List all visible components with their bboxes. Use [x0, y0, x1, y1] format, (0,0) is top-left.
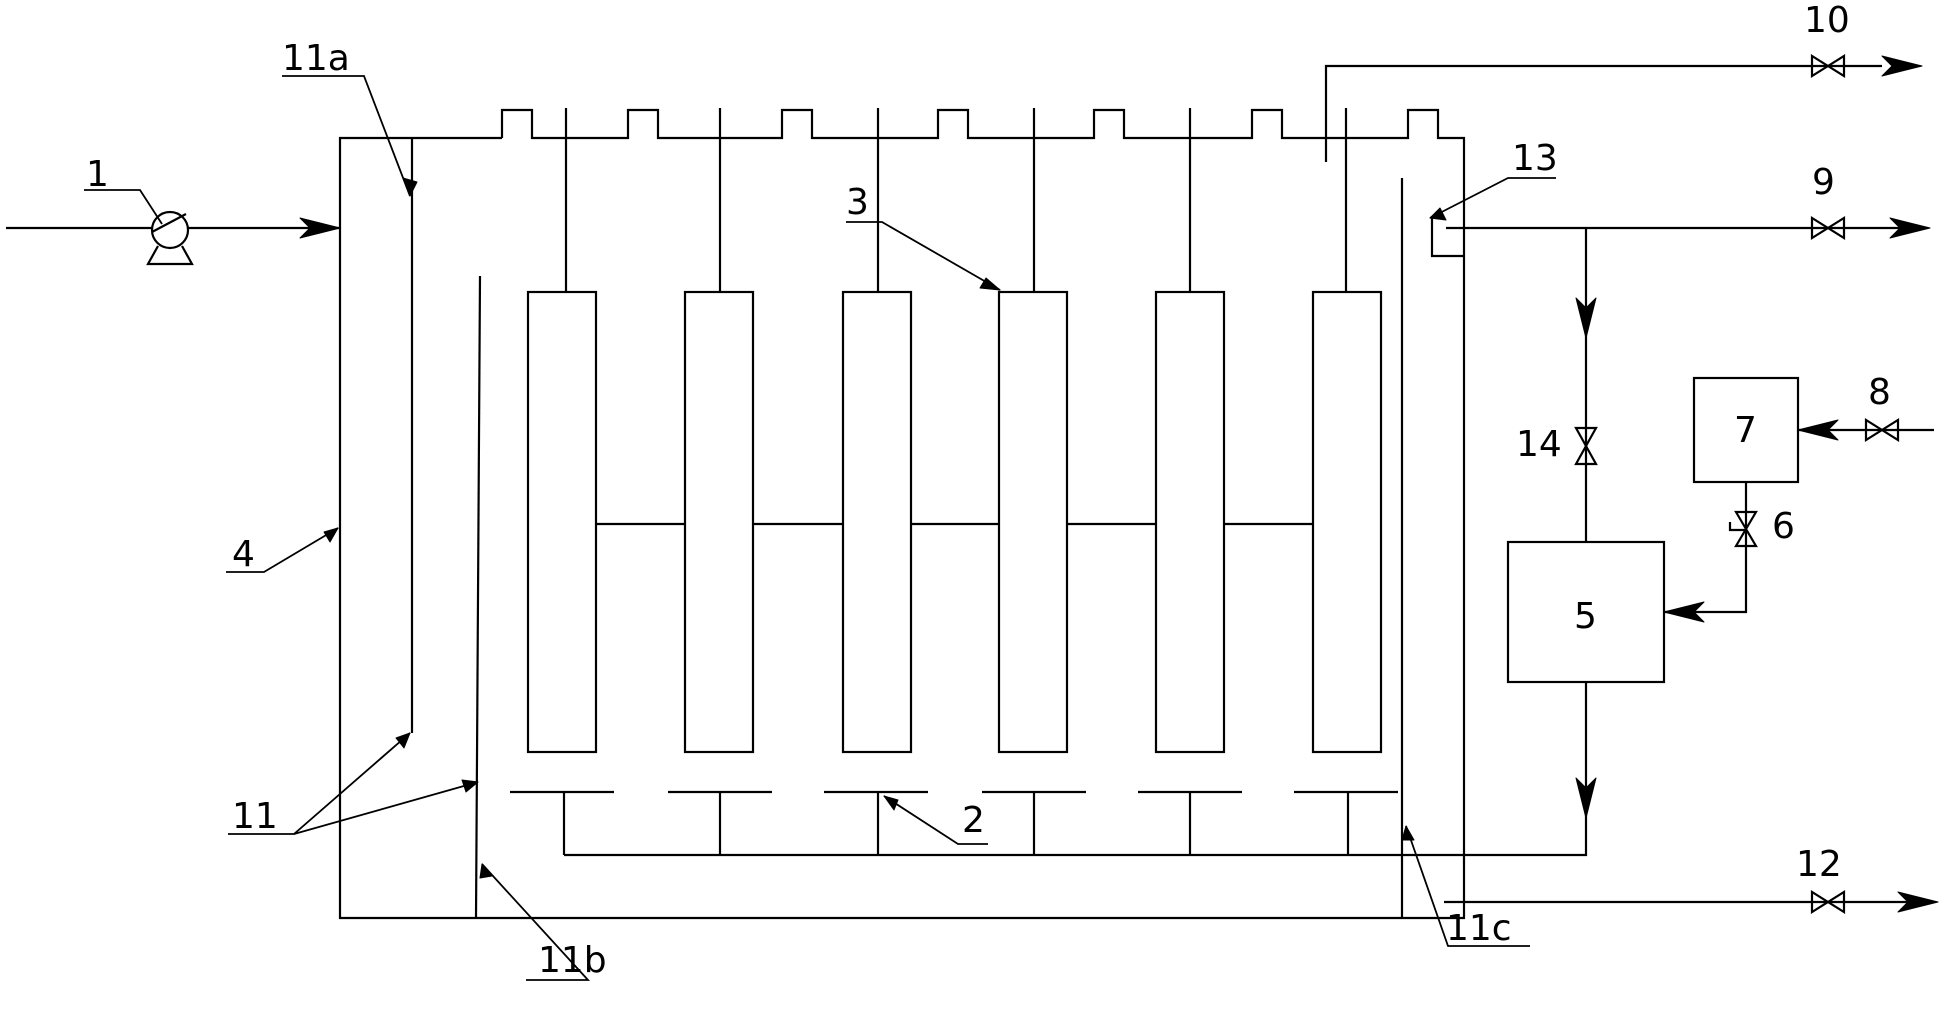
leader-lines — [84, 75, 1556, 981]
label-module: 3 — [846, 182, 869, 223]
membrane-modules — [526, 108, 1383, 754]
arrow-down-icon — [1575, 297, 1597, 339]
label-valve9: 9 — [1812, 162, 1835, 203]
membrane-module — [683, 290, 755, 754]
valve-10-icon — [1810, 54, 1846, 78]
membrane-module — [1154, 290, 1226, 754]
baffle-11b — [474, 275, 482, 919]
weir-13 — [1430, 216, 1464, 258]
gas-outlet-pipe — [1324, 64, 1882, 162]
label-valve6: 6 — [1772, 506, 1795, 547]
membrane-module — [526, 290, 598, 754]
valve-6-icon — [1734, 510, 1758, 548]
label-baffle: 11 — [232, 796, 278, 837]
arrow-right-icon — [1897, 891, 1939, 913]
label-valve8: 8 — [1868, 372, 1891, 413]
label-unit7: 7 — [1734, 410, 1757, 451]
membrane-module — [841, 290, 913, 754]
pump-icon — [146, 210, 194, 266]
label-baffle-c: 11c — [1446, 908, 1512, 949]
arrow-left-icon — [1663, 601, 1705, 623]
label-baffle-b: 11b — [538, 940, 607, 981]
label-baffle-a: 11a — [282, 38, 350, 79]
arrow-right-icon — [1889, 217, 1931, 239]
arrow-down-icon — [1575, 777, 1597, 819]
label-valve12: 12 — [1796, 844, 1842, 885]
dosing-pipe — [1664, 482, 1748, 614]
membrane-module — [1311, 290, 1383, 754]
label-aerator: 2 — [962, 800, 985, 841]
flow-arrows — [299, 55, 1939, 913]
label-valve14: 14 — [1516, 424, 1562, 465]
tank-wall — [338, 108, 1466, 920]
arrow-left-icon — [1797, 419, 1839, 441]
label-pump: 1 — [86, 154, 109, 195]
arrow-right-icon — [299, 217, 341, 239]
label-tank: 4 — [232, 534, 255, 575]
label-weir: 13 — [1512, 138, 1558, 179]
label-unit5: 5 — [1574, 596, 1597, 637]
valve-12-icon — [1810, 890, 1846, 914]
air-supply-pipe — [564, 682, 1588, 857]
label-valve10: 10 — [1804, 0, 1850, 41]
arrow-right-icon — [1881, 55, 1923, 77]
valve-9-icon — [1810, 216, 1846, 240]
valve-8-icon — [1864, 418, 1900, 442]
leader-arrowheads — [323, 177, 1447, 879]
valve-6-handle — [1728, 522, 1746, 532]
valve-14-icon — [1574, 426, 1598, 466]
membrane-module — [997, 290, 1069, 754]
aerators — [510, 790, 1398, 855]
